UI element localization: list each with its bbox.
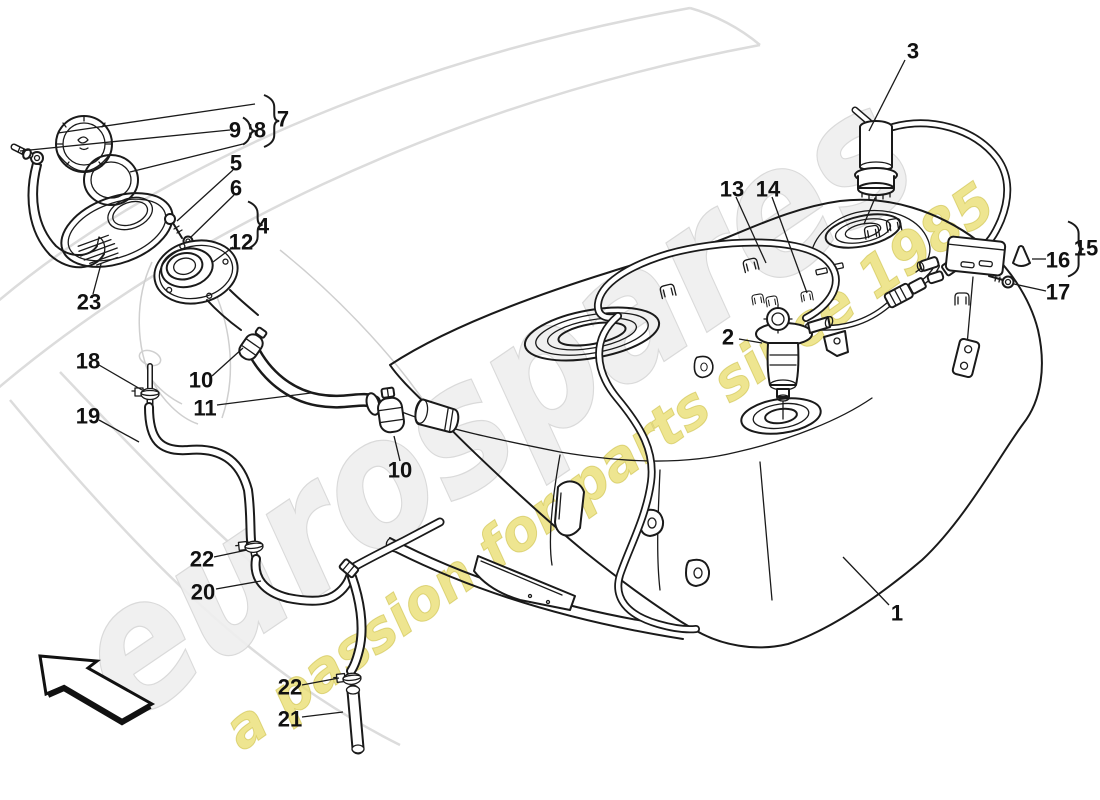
drawing [10,106,1043,755]
leader-line-9 [19,129,231,152]
leader-line-19 [98,419,140,443]
callout-12: 12 [229,230,253,255]
fuel-line-connector [883,282,914,309]
leader-line-10 [211,347,244,377]
mounting-tab [693,355,714,379]
callout-23: 23 [77,290,101,315]
bolt-17 [988,275,1015,289]
grommet-16 [1012,245,1031,267]
leader-line-11 [216,392,312,406]
fuel-tank-body [385,198,1043,649]
leader-lines [19,59,1047,718]
callout-6: 6 [230,176,242,201]
leader-line-13 [735,196,767,264]
leader-line-12 [212,246,234,263]
callout-1: 1 [891,601,903,626]
callout-4: 4 [257,214,270,239]
leader-line-14 [771,196,808,294]
callout-21: 21 [278,707,302,732]
clamps [131,326,405,687]
leader-line-9 [129,143,244,173]
filler-neck-flange [153,239,239,305]
leader-line-6 [190,194,235,238]
callout-22: 22 [190,547,214,572]
callout-20: 20 [191,580,215,605]
callout-10: 10 [388,458,412,483]
mounting-tab [685,558,711,587]
callout-13: 13 [720,177,744,202]
filler-hose-stub [414,398,460,434]
canister-bracket [951,337,981,379]
leader-line-17 [1013,283,1047,292]
leader-line-22 [301,677,340,686]
bracket-group-9-8 [242,116,256,146]
callout-10: 10 [189,368,213,393]
callout-7: 7 [277,107,289,132]
callout-18: 18 [76,349,100,374]
leader-line-21 [301,711,344,718]
screw-5 [164,213,176,225]
pump-opening-ring [740,397,822,435]
leader-line-18 [98,364,143,391]
leader-line-22 [213,549,248,558]
clamp-18 [131,387,160,401]
cap-gasket [83,154,139,206]
leader-line-2 [738,338,763,344]
bracket-group-4 [247,200,263,250]
callout-9: 9 [229,118,241,143]
callout-16: 16 [1046,248,1070,273]
leader-line-20 [215,580,262,590]
callout-14: 14 [756,177,781,202]
callout-17: 17 [1046,280,1070,305]
strap-hook-bracket [554,480,585,537]
leader-line-23 [92,263,102,295]
leader-line-1 [842,556,890,606]
leader-line-9 [57,103,256,134]
leader-line-5 [176,169,234,222]
canister-assembly [916,235,1031,379]
callout-3: 3 [907,39,919,64]
hose-fitting [338,558,360,579]
filler-recess-plate [60,192,174,268]
watermark-brand-text: eurospares [38,49,950,759]
callout-5: 5 [230,151,242,176]
callout-2: 2 [722,325,734,350]
callout-11: 11 [193,396,216,421]
filler-cap-assembly [10,115,259,331]
vent-valve [851,106,898,225]
callout-19: 19 [76,404,100,429]
clamp-10b [377,386,405,434]
filler-neck [206,289,259,331]
callout-8: 8 [254,118,266,143]
fuel-pump [755,304,849,420]
leader-line-10 [393,435,401,462]
bracket-group-8-7 [263,94,280,148]
callout-22: 22 [278,675,302,700]
callout-15: 15 [1074,236,1098,261]
pipe-clip [954,292,970,306]
leader-line-3 [868,59,906,132]
clamp-10a [238,326,268,361]
direction-arrow [38,654,156,726]
strap-end-bracket [473,555,576,611]
bracket-group-15 [1067,220,1084,278]
